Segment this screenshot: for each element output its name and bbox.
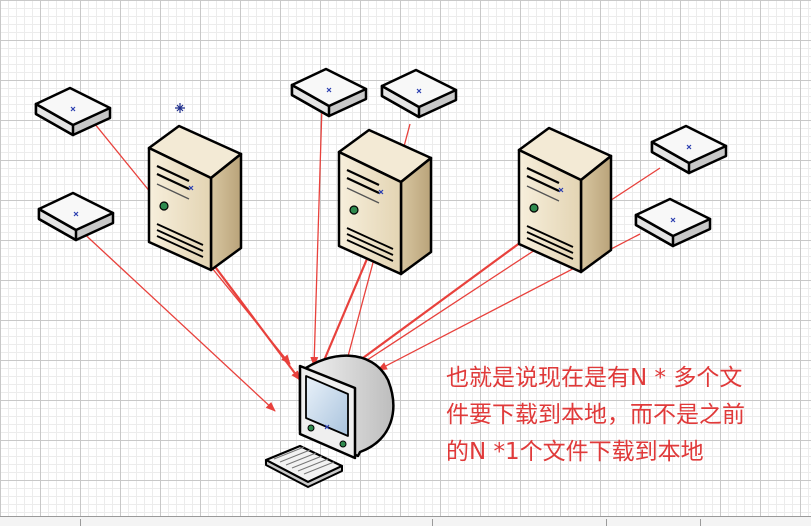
tower-server-icon: [337, 128, 433, 276]
network-node-icon: [634, 197, 712, 248]
status-bar-divider: [432, 519, 433, 526]
tower-server-icon: [147, 124, 243, 272]
network-node-icon: [650, 124, 728, 175]
status-bar-divider: [700, 519, 701, 526]
status-bar-divider: [606, 519, 607, 526]
network-node-icon: [37, 191, 115, 242]
annotation-line-1: 也就是说现在是有N * 多个文: [446, 365, 743, 391]
annotation-line-2: 件要下载到本地，而不是之前: [446, 402, 745, 428]
arrow-server-2: [318, 239, 377, 371]
tower-server-icon: [517, 126, 613, 274]
arrow-node-2: [77, 227, 276, 412]
annotation-text: 也就是说现在是有N * 多个文 件要下载到本地，而不是之前 的N *1个文件下载…: [446, 360, 806, 471]
annotation-line-3: 的N *1个文件下载到本地: [446, 439, 704, 465]
connection-point-icon: [175, 103, 185, 113]
network-node-icon: [380, 68, 458, 119]
status-bar-divider: [80, 519, 81, 526]
arrow-node-3: [310, 104, 323, 367]
desktop-computer-icon: [264, 354, 395, 488]
status-bar: [0, 516, 811, 526]
network-node-icon: [290, 67, 368, 118]
